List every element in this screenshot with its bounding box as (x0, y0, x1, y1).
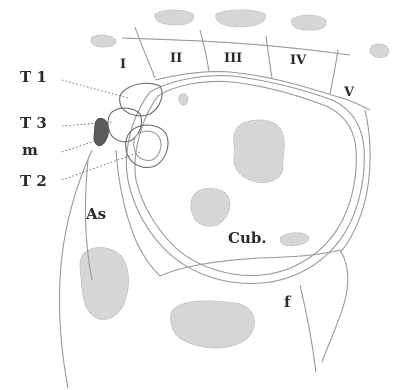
label-t3: T 3 (20, 114, 47, 132)
label-metatarsal-4: IV (290, 53, 307, 68)
leader-t2 (62, 152, 140, 180)
label-metatarsal-3: III (224, 51, 242, 66)
label-f: f (284, 293, 292, 311)
label-metatarsal-2: II (170, 51, 182, 66)
calcaneus-right (322, 250, 348, 362)
label-metatarsal-1: I (120, 57, 126, 72)
label-t1: T 1 (20, 68, 47, 86)
label-m: m (22, 141, 38, 159)
ossification-patch-right-1 (370, 44, 389, 58)
label-metatarsal-5: V (343, 85, 355, 100)
tarsal-t2-inner (134, 131, 161, 160)
metatarsal-divider-4 (330, 50, 338, 94)
fibula-contour (300, 285, 316, 372)
ossification-patch-cub-small (280, 233, 309, 247)
ossification-patch-center-mid (191, 188, 230, 226)
ossification-patch-left-large (80, 247, 129, 319)
metatarsal-base-line (155, 71, 370, 110)
ossification-patch-bottom-large (170, 301, 254, 348)
ossification-patch-top-3 (292, 15, 327, 30)
astragalus-outline (116, 150, 160, 276)
label-t2: T 2 (20, 172, 47, 190)
ossification-patch-top-2 (216, 10, 266, 27)
diagram-labels: I II III IV V T 1 T 3 m T 2 As Cub. f (20, 51, 355, 311)
calcaneus-front (160, 250, 340, 276)
ossification-patch-small (179, 94, 188, 106)
ossification-patch-top-1 (155, 10, 194, 25)
metatarsal-divider-2 (200, 30, 209, 72)
metatarsal-divider-1 (135, 27, 155, 78)
label-cub: Cub. (228, 229, 267, 247)
label-as: As (85, 205, 106, 223)
ossification-patch-left-1 (91, 35, 116, 47)
leader-t1 (62, 80, 128, 98)
metatarsal-divider-3 (266, 36, 272, 78)
tarsal-t3-outline (108, 108, 142, 142)
ossification-patch-center-large (234, 120, 285, 183)
